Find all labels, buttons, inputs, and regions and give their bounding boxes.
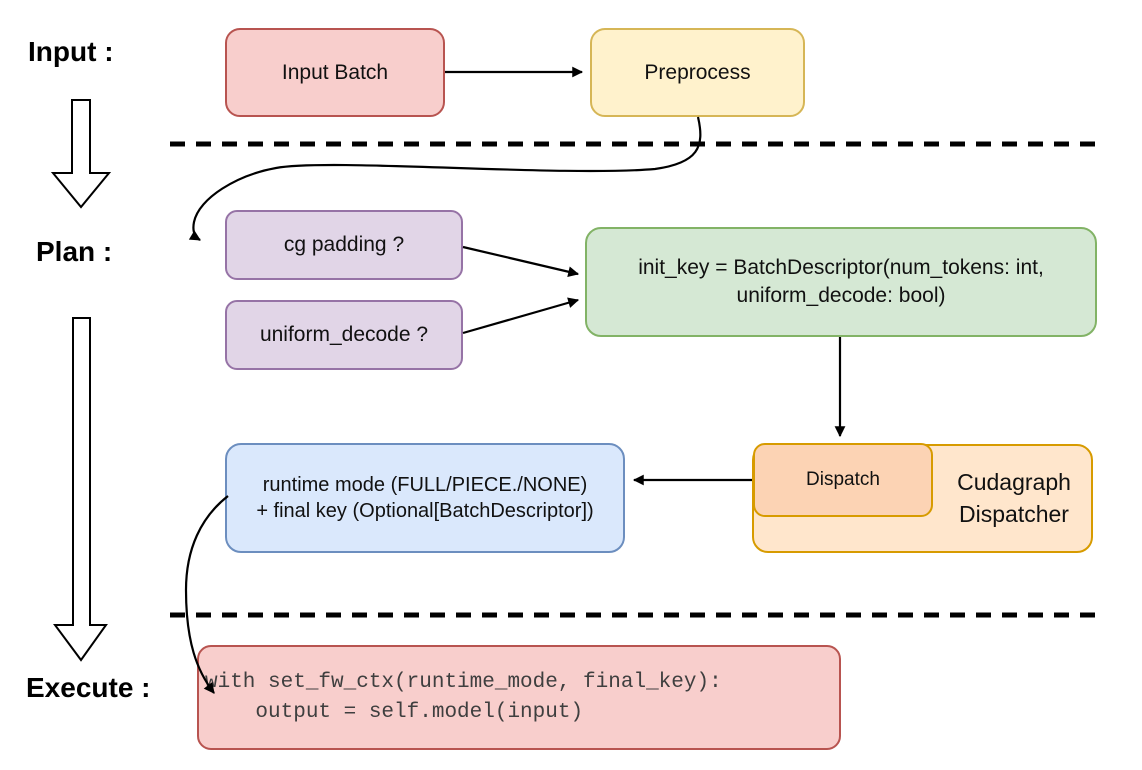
stage-label-input: Input : [28,36,114,67]
hollow-arrow-input-to-plan [50,99,112,209]
node-cg-padding-label: cg padding ? [283,233,405,257]
node-uniform-decode: uniform_decode ? [225,300,463,370]
cudagraph-line2: Dispatcher [959,500,1069,527]
node-input-batch-label: Input Batch [281,60,389,84]
node-dispatch-label: Dispatch [806,469,880,491]
hollow-arrow-plan-to-execute [53,317,108,662]
node-dispatch: Dispatch [753,443,933,517]
node-init-key-line1: init_key = BatchDescriptor(num_tokens: i… [638,256,1044,280]
execute-code-line1: with set_fw_ctx(runtime_mode, final_key)… [205,670,722,694]
node-execute-code: with set_fw_ctx(runtime_mode, final_key)… [197,645,841,750]
node-cg-padding: cg padding ? [225,210,463,280]
node-preprocess-label: Preprocess [644,60,751,84]
arrow-uniform-decode-to-init-key [462,297,580,335]
node-runtime-mode-line2: + final key (Optional[BatchDescriptor]) [256,500,594,522]
node-runtime-mode-line1: runtime mode (FULL/PIECE./NONE) [262,473,588,496]
node-cudagraph-dispatcher-label: Cudagraph Dispatcher [935,444,1093,553]
node-runtime-mode: runtime mode (FULL/PIECE./NONE) + final … [225,443,625,553]
cudagraph-line1: Cudagraph [957,468,1071,495]
node-init-key-line2: uniform_decode: bool) [736,284,946,307]
node-uniform-decode-label: uniform_decode ? [259,323,429,347]
node-preprocess: Preprocess [590,28,805,117]
stage-label-execute: Execute : [26,672,151,703]
execute-code-line2: output = self.model(input) [205,700,584,724]
node-init-key: init_key = BatchDescriptor(num_tokens: i… [585,227,1097,337]
arrow-cg-padding-to-init-key [462,245,580,278]
stage-label-plan: Plan : [36,236,113,267]
node-input-batch: Input Batch [225,28,445,117]
